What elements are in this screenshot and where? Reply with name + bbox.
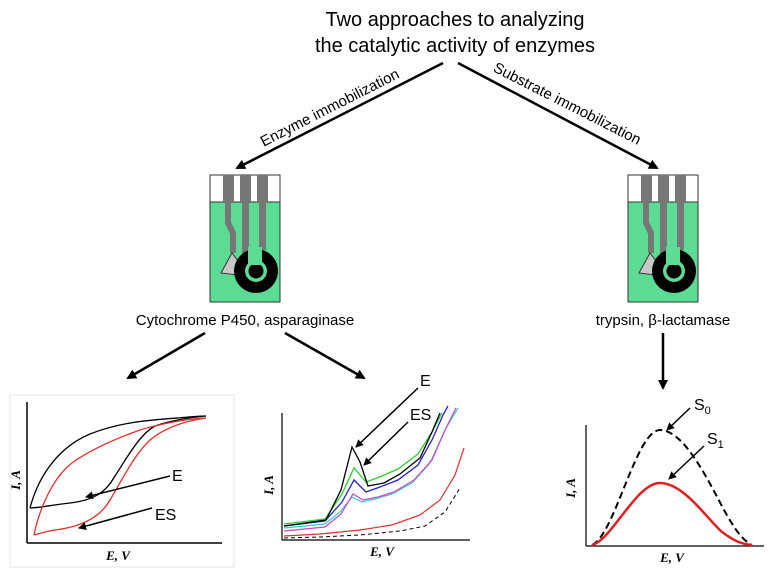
peak-ylabel: I, A: [563, 478, 578, 499]
dpv-curve-cyan: [283, 407, 459, 529]
right-electrode-sensor: [627, 174, 699, 303]
cv-pointer-es: [78, 507, 153, 531]
peak-pointer-s0: [666, 407, 691, 431]
dpv-curve-magenta: [283, 407, 457, 532]
cv-label-e: E: [172, 468, 183, 485]
contact-pad-1: [641, 175, 652, 202]
cv-ylabel: I, A: [8, 470, 23, 491]
lead-track-3: [259, 202, 266, 250]
peak-pointer-s1: [668, 445, 705, 480]
cv-label-es: ES: [155, 507, 176, 524]
arrow-to-enzyme-sensor: [235, 61, 444, 170]
contact-pad-2: [658, 175, 669, 202]
arrow-to-dpv-plot: [284, 331, 366, 380]
dpv-ylabel: I, A: [261, 475, 276, 496]
arrow-to-cv-plot: [126, 331, 206, 380]
cv-curve-e: [29, 415, 207, 509]
dpv-curve-green: [283, 412, 443, 525]
dpv-curve-red: [283, 447, 465, 537]
ring-opening: [248, 247, 262, 265]
cv-plot-frame: [9, 394, 235, 568]
left-sensor-caption: Cytochrome P450, asparaginase: [136, 312, 354, 329]
dpv-plot: E ES I, A E, V: [261, 373, 470, 559]
cv-plot: E ES I, A E, V: [8, 394, 235, 568]
dpv-curve-black: [283, 412, 441, 527]
dpv-curve-blue: [283, 405, 449, 527]
cv-pointer-e: [85, 475, 171, 500]
dpv-label-e: E: [420, 373, 431, 390]
peak-curve-s1: [591, 481, 753, 547]
peak-plot: S0 S1 I, A E, V: [563, 397, 764, 565]
arrow-to-substrate-sensor: [457, 61, 659, 170]
dpv-curve-dashed: [283, 487, 461, 539]
peak-xlabel: E, V: [659, 550, 685, 565]
lead-track-1: [643, 202, 654, 253]
contact-pad-2: [240, 175, 251, 202]
contact-pad-1: [223, 175, 234, 202]
dpv-xlabel: E, V: [369, 544, 395, 559]
peak-label-s0: S0: [694, 397, 711, 417]
substrate-immobilization-label: Substrate immobilization: [490, 59, 643, 148]
contact-pad-3: [675, 175, 686, 202]
dpv-pointer-e: [355, 387, 419, 448]
dpv-pointer-es: [363, 421, 409, 466]
dpv-label-es: ES: [410, 407, 431, 424]
cv-xlabel: E, V: [105, 548, 131, 563]
title-line-2: the catalytic activity of enzymes: [315, 35, 595, 57]
title-line-1: Two approaches to analyzing: [325, 9, 584, 31]
peak-curve-s0: [591, 428, 753, 546]
lead-track-1: [225, 202, 236, 253]
enzyme-immobilization-label: Enzyme immobilization: [258, 66, 402, 151]
left-electrode-sensor: [209, 174, 281, 303]
ring-opening: [666, 247, 680, 265]
lead-track-2: [242, 202, 249, 259]
working-electrode-disc: [666, 263, 682, 279]
cv-curve-es: [33, 417, 207, 536]
peak-label-s1: S1: [707, 431, 724, 451]
lead-track-2: [660, 202, 667, 259]
lead-track-3: [677, 202, 684, 250]
working-electrode-disc: [248, 263, 264, 279]
right-sensor-caption: trypsin, β-lactamase: [596, 312, 731, 329]
contact-pad-3: [257, 175, 268, 202]
